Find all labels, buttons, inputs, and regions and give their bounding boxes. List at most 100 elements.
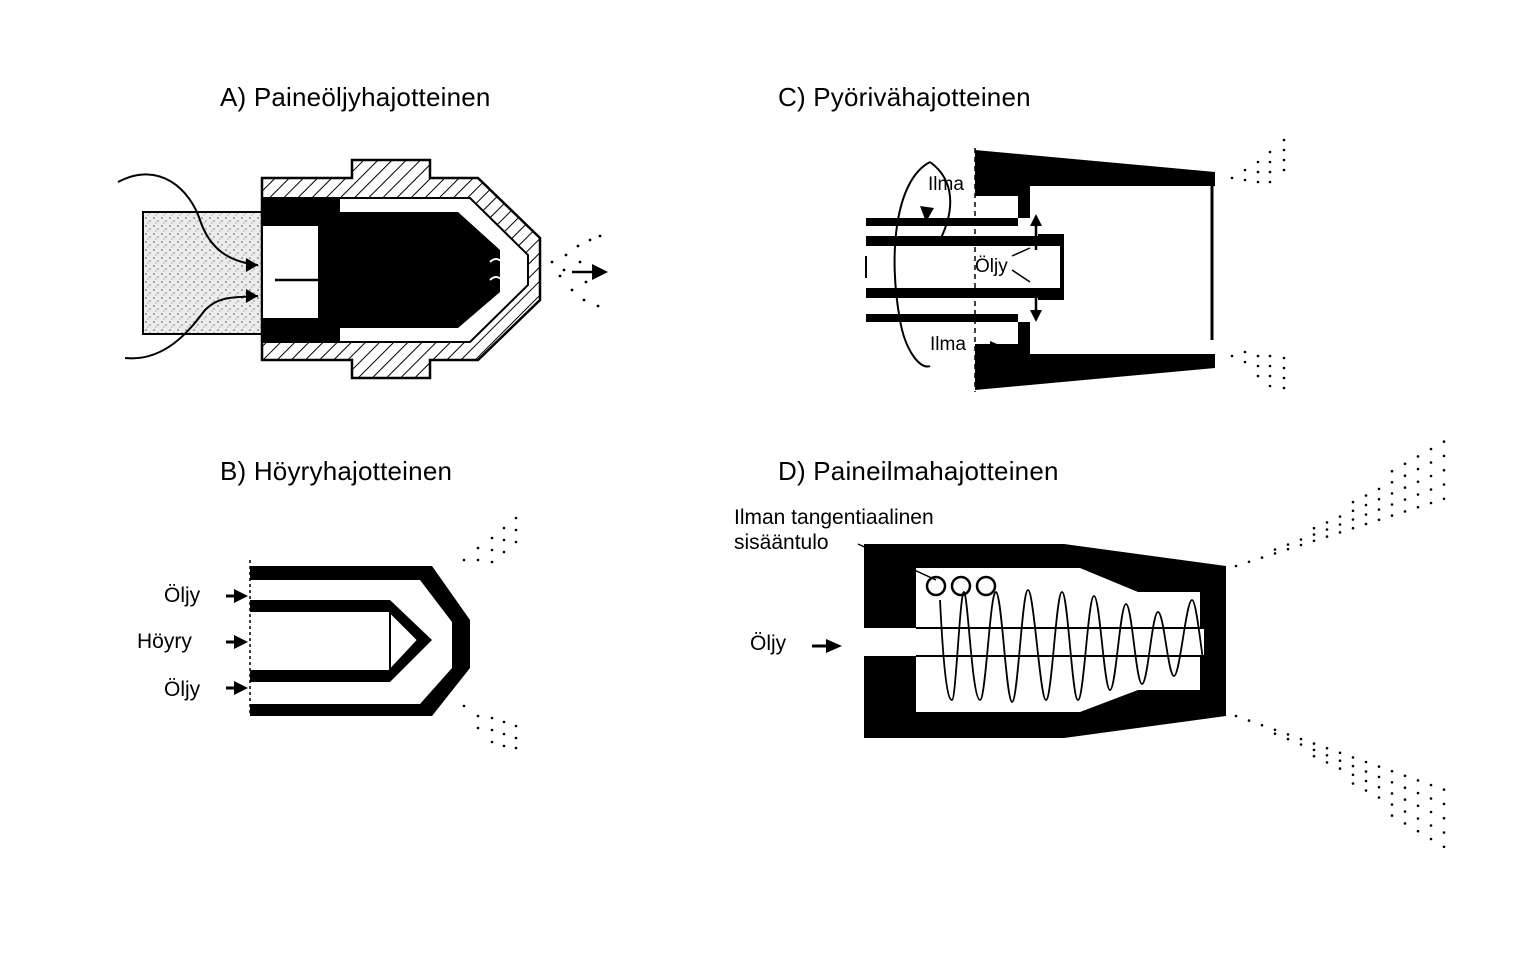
spray-dot [1416, 505, 1420, 509]
spray-dot [1416, 467, 1420, 471]
label-b-steam: Höyry [137, 630, 192, 653]
spray-dot [1338, 767, 1342, 770]
label-c-air-bottom: Ilma [930, 334, 966, 355]
spray-dot [1429, 783, 1433, 787]
spray-dot [1377, 508, 1381, 511]
spray-dot [1312, 754, 1316, 758]
spray-dot [1429, 824, 1433, 827]
spray-dot [1364, 789, 1368, 792]
spray-dot [1403, 498, 1407, 501]
nozzle-d-compressed-air: Ilman tangentiaalinen sisääntulo Öljy [734, 440, 1446, 849]
spray-dot [1429, 810, 1433, 814]
spray-dot [1364, 513, 1368, 516]
spray-dot [1364, 779, 1368, 783]
spray-dot [1416, 455, 1420, 458]
steam-nozzle-shell-top [250, 566, 470, 716]
spray-dot [1325, 754, 1329, 757]
spray-dot [1442, 468, 1446, 472]
spray-dot [1364, 770, 1368, 773]
rotary-cup-bottom [866, 314, 1215, 390]
nozzle-c-rotary: Ilma Öljy Ilma [865, 138, 1286, 392]
spray-dot [1390, 769, 1394, 773]
spray-dot [1351, 500, 1355, 504]
spray-dot [1416, 829, 1420, 833]
title-b: B) Höyryhajotteinen [220, 456, 453, 486]
spray-dot [1325, 521, 1329, 524]
spray-dot [1377, 518, 1381, 522]
swirl-helix [939, 589, 1211, 703]
spray-dot [1325, 761, 1329, 764]
spray-dot [1325, 535, 1329, 538]
spray-dot [1390, 469, 1394, 473]
spray-dot [1403, 810, 1407, 813]
spray-dot [1442, 454, 1446, 458]
spray-dot [1299, 743, 1303, 746]
spray-dot [1299, 543, 1303, 547]
label-c-oil: Öljy [975, 256, 1008, 277]
spray-dot [1338, 515, 1342, 518]
spray-dot [1416, 804, 1420, 808]
spray-dot [1390, 803, 1394, 806]
spray-dot [1234, 564, 1238, 568]
spray-dot [1364, 760, 1368, 764]
spray-dot [1377, 765, 1381, 768]
title-a: A) Paineöljyhajotteinen [220, 82, 491, 112]
spray-dot [1442, 497, 1446, 501]
spray-dot [1247, 560, 1251, 564]
spray-dot [1312, 748, 1316, 752]
spray-dot [1403, 822, 1407, 825]
spray-dot [1416, 493, 1420, 496]
spray-dot [1351, 764, 1355, 768]
spray-dot [1442, 440, 1446, 443]
spray-dot [1364, 494, 1368, 497]
spray-dot [1338, 751, 1342, 755]
rotary-cup-top [866, 150, 1215, 226]
spray-dot [1403, 510, 1407, 513]
spray-dot [1351, 782, 1355, 785]
spray-dot [1442, 831, 1446, 834]
spray-dot [1390, 492, 1394, 495]
spray-dot [1377, 796, 1381, 799]
spray-dot [1351, 773, 1355, 777]
label-b-oil-bottom: Öljy [164, 678, 201, 701]
spray-dot [1403, 774, 1407, 778]
spray-dot [1416, 817, 1420, 820]
spray-dot [1312, 742, 1316, 745]
spray-dot [1429, 488, 1433, 491]
spray-arrow-a [592, 264, 608, 280]
spray-dot [1325, 746, 1329, 750]
spray-dot [1351, 526, 1355, 530]
label-d-air-inlet-1: Ilman tangentiaalinen [734, 506, 934, 529]
spray-dot [1403, 486, 1407, 489]
spray-dots-c [1230, 138, 1286, 390]
spray-dot [1364, 522, 1368, 526]
spray-dots-a [550, 234, 602, 308]
nozzle-a-pressure-oil [117, 158, 608, 380]
spray-dot [1442, 788, 1446, 791]
spray-dot [1403, 786, 1407, 789]
spray-dot [1234, 714, 1238, 718]
spray-dot [1390, 781, 1394, 784]
spray-dot [1260, 556, 1264, 559]
label-c-air-top: Ilma [928, 174, 964, 195]
spray-dot [1377, 487, 1381, 491]
spray-dot [1429, 837, 1433, 841]
spray-dot [1286, 547, 1290, 551]
label-d-oil: Öljy [750, 632, 787, 655]
spray-dot [1286, 543, 1290, 546]
spray-dot [1312, 526, 1316, 530]
spray-dots-d [1234, 440, 1446, 849]
spray-dot [1442, 845, 1446, 849]
spray-dot [1325, 528, 1329, 531]
spray-dot [1429, 797, 1433, 800]
spray-dot [1403, 798, 1407, 801]
spray-dot [1273, 552, 1277, 555]
spray-dot [1442, 816, 1446, 820]
spray-dot [1338, 531, 1342, 534]
spray-dot [1273, 728, 1277, 732]
label-d-air-inlet-2: sisääntulo [734, 531, 829, 554]
spray-dot [1338, 523, 1342, 526]
spray-dot [1403, 462, 1407, 466]
title-d: D) Paineilmahajotteinen [778, 456, 1059, 486]
spray-dot [1364, 503, 1368, 507]
